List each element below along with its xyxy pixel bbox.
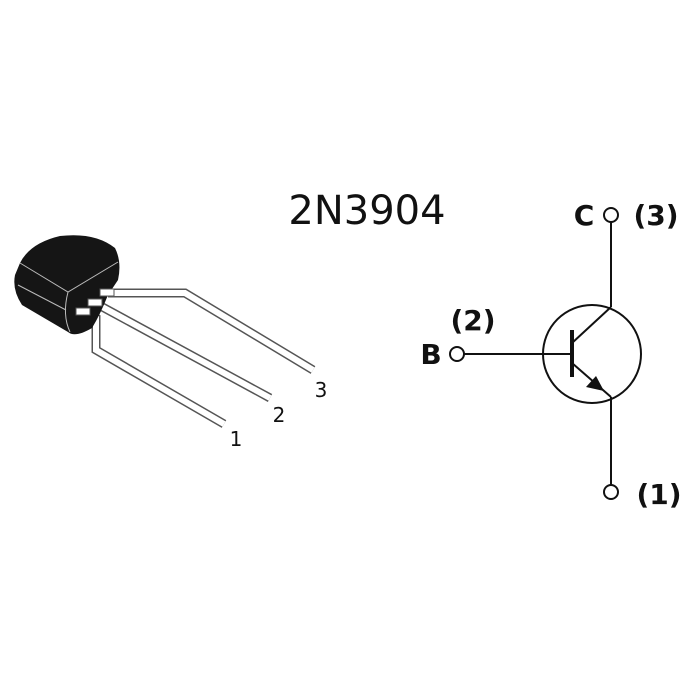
base-pin: (2) [450, 304, 495, 337]
collector-letter: C [574, 199, 595, 232]
emitter-pin: (1) [636, 478, 681, 511]
lead-2 [92, 299, 273, 402]
lead-3 [108, 288, 316, 374]
pin-label-3: 3 [315, 378, 328, 402]
collector-terminal [603, 207, 619, 223]
emitter-arrow-icon [586, 376, 604, 391]
to92-package-body [14, 235, 120, 335]
base-letter: B [420, 338, 441, 371]
collector-line [571, 306, 612, 344]
npn-transistor-symbol [449, 207, 642, 500]
part-number-title: 2N3904 [288, 188, 445, 234]
base-terminal [449, 346, 465, 362]
emitter-line [571, 362, 612, 398]
emitter-terminal [603, 484, 619, 500]
pin-label-1: 1 [230, 427, 243, 451]
pin-label-2: 2 [273, 403, 286, 427]
collector-pin: (3) [633, 199, 678, 232]
lead-1 [79, 306, 227, 428]
